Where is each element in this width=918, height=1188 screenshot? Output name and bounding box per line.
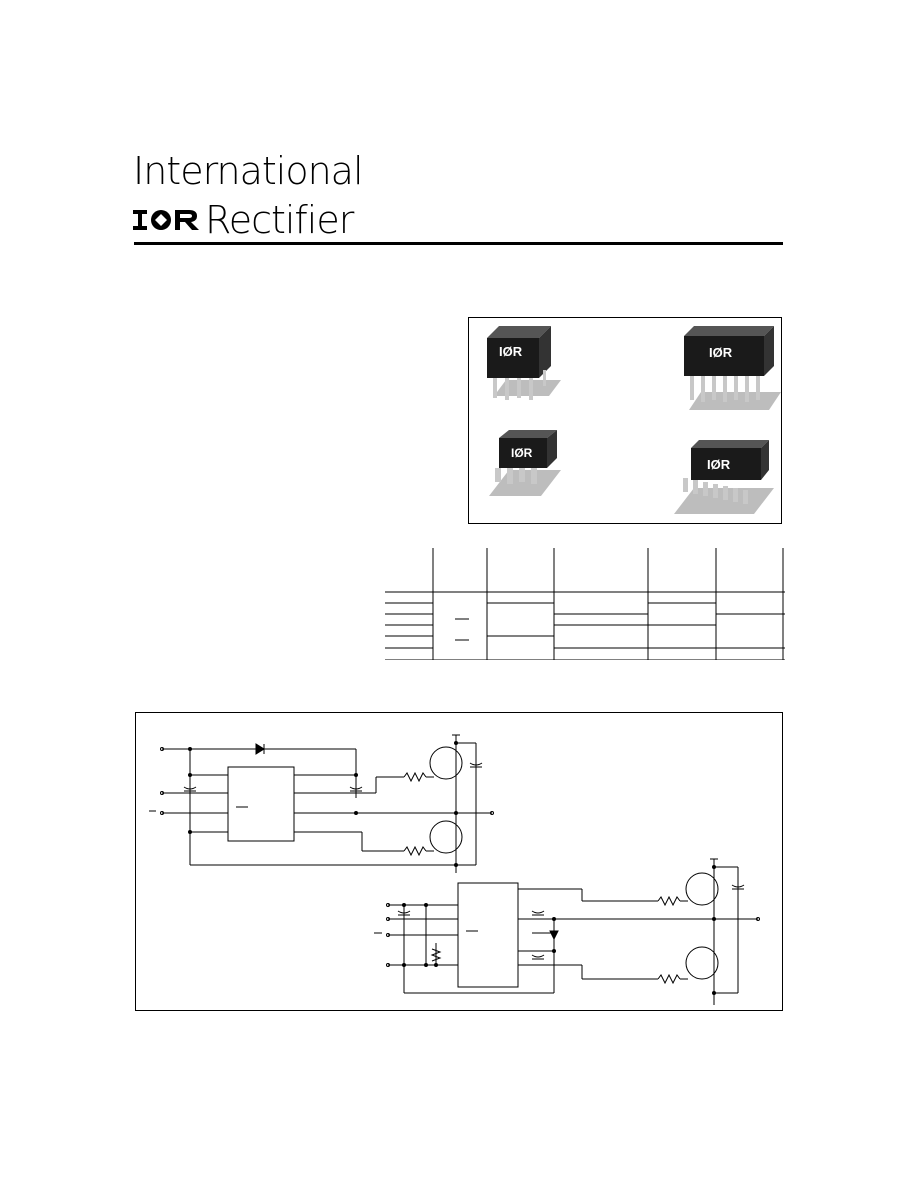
svg-text:IØR: IØR	[511, 446, 533, 460]
svg-text:IØR: IØR	[709, 345, 733, 360]
soic14-package-icon: IØR	[674, 440, 774, 514]
ior-logo-icon	[133, 210, 199, 230]
svg-text:IØR: IØR	[499, 344, 523, 359]
upper-circuit	[149, 734, 494, 873]
logo-text-international: International	[133, 149, 364, 193]
dip8-package-icon: IØR	[487, 326, 561, 400]
dip14-package-icon: IØR	[684, 326, 781, 410]
product-summary-table	[385, 548, 785, 660]
typical-connection-diagram	[135, 712, 783, 1011]
lower-circuit	[374, 858, 760, 1005]
logo-text-rectifier: Rectifier	[205, 198, 354, 242]
package-images-panel: IØR IØR IØR	[468, 317, 782, 524]
soic8-package-icon: IØR	[489, 430, 561, 496]
header-rule	[134, 242, 783, 245]
svg-text:IØR: IØR	[707, 457, 731, 472]
